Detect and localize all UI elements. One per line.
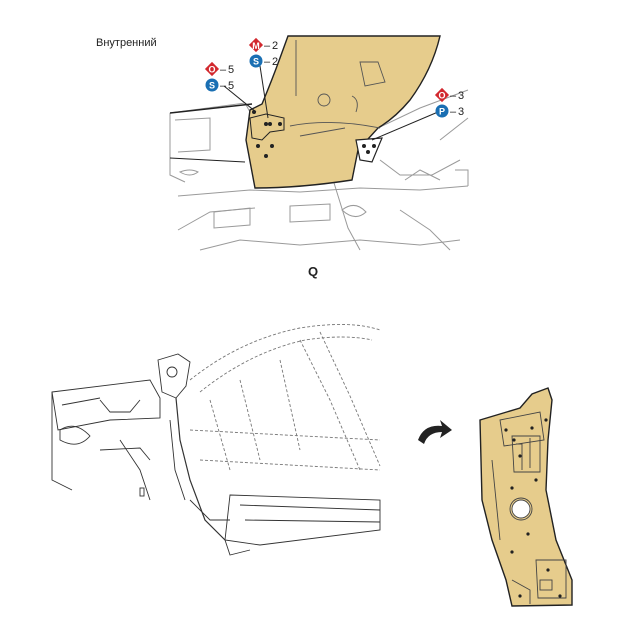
svg-text:O: O [208,65,215,75]
svg-text:–: – [220,80,227,92]
part-panel [479,387,573,607]
body-overview [51,324,381,556]
rotation-arrow-icon [418,420,452,444]
svg-text:–: – [450,106,457,118]
callout-o-5: O – 5 [204,61,234,77]
leader-lines [223,65,439,141]
part-view [479,387,573,607]
svg-text:M: M [252,41,260,51]
inside-label: Внутренний [96,37,157,49]
panel-bracket-right [355,137,383,163]
part-weld-points [504,418,562,598]
callout-m-2: M – 2 [248,37,278,53]
svg-text:–: – [264,56,271,68]
floor-edge-line [169,157,246,163]
svg-text:5: 5 [228,64,234,76]
weld-points [252,110,376,158]
svg-text:S: S [209,81,215,91]
svg-text:2: 2 [272,56,278,68]
svg-text:P: P [439,107,445,117]
svg-text:2: 2 [272,40,278,52]
weld-group-outline [249,113,285,141]
callout-s-5: S – 5 [205,78,234,92]
svg-text:O: O [438,91,445,101]
svg-text:3: 3 [458,90,464,102]
svg-text:S: S [253,57,259,67]
detail-background-structure [169,89,469,251]
callout-o-3: O – 3 [434,87,464,103]
body-edge-line [169,103,253,114]
view-letter: Q [308,264,318,279]
part-details [491,411,567,604]
panel-details [289,40,386,137]
callout-p-3: P – 3 [435,104,464,118]
replacement-panel [245,35,441,189]
svg-text:–: – [220,64,227,76]
svg-text:3: 3 [458,106,464,118]
svg-text:–: – [264,40,271,52]
detail-view: Внутренний M – 2 S – 2 O – 5 S – 5 O [96,35,469,279]
callout-s-2: S – 2 [249,54,278,68]
svg-text:5: 5 [228,80,234,92]
svg-text:–: – [450,90,457,102]
